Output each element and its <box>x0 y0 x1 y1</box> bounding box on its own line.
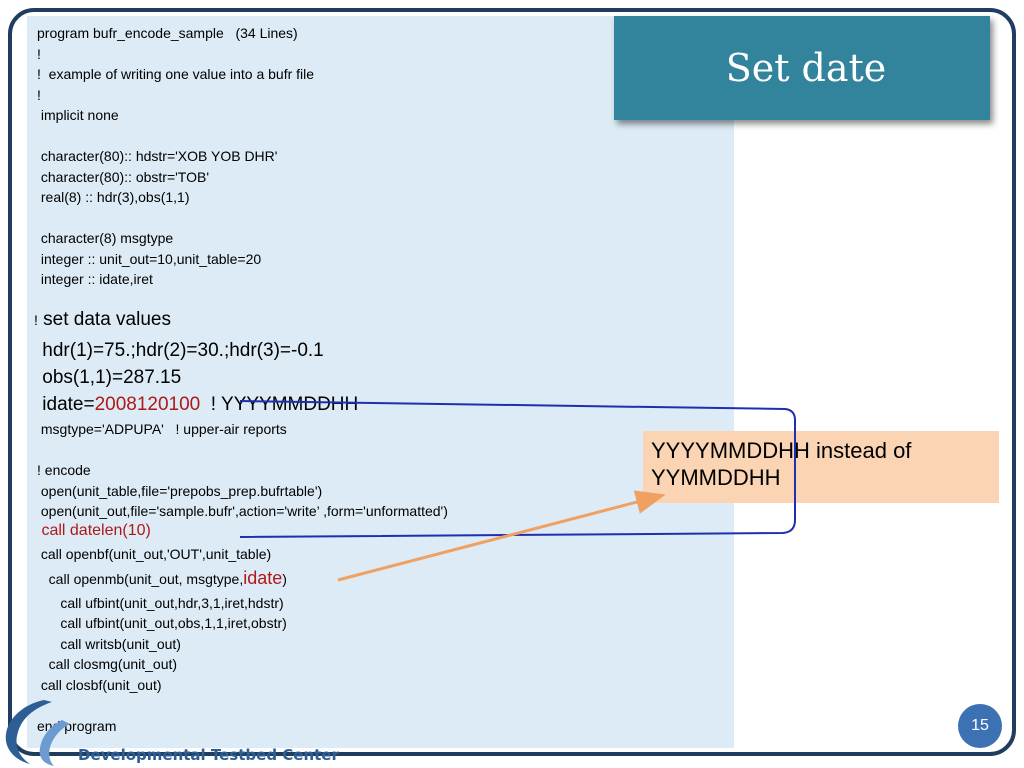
code-line-19: open(unit_out,file='sample.bufr',action=… <box>37 503 448 519</box>
callout-box: YYYYMMDDHH instead of YYMMDDHH <box>643 431 999 503</box>
code-line-3: ! example of writing one value into a bu… <box>37 66 315 82</box>
code-line-18: open(unit_table,file='prepobs_prep.bufrt… <box>37 483 323 499</box>
code-panel: program bufr_encode_sample (34 Lines) ! … <box>27 16 734 748</box>
code-line-11: integer :: idate,iret <box>37 271 153 287</box>
code-line-20: call datelen(10) <box>37 522 151 539</box>
slide-title: Set date <box>725 46 887 90</box>
idate-comment: ! YYYYMMDDHH <box>200 394 359 415</box>
code-line-7: character(80):: obstr='TOB' <box>37 169 209 185</box>
code-line-22: call openmb(unit_out, msgtype,idate) <box>37 569 287 588</box>
slide-title-box: Set date <box>614 16 990 120</box>
comment-mark: ! <box>34 312 38 328</box>
page-number: 15 <box>971 717 989 734</box>
code-line-9: character(8) msgtype <box>37 230 174 246</box>
code-line-8: real(8) :: hdr(3),obs(1,1) <box>37 189 190 205</box>
openmb-call: call openmb(unit_out, msgtype, <box>37 571 244 587</box>
code-line-5: implicit none <box>37 107 119 123</box>
footer-org-name: Developmental Testbed Center <box>78 746 339 764</box>
code-line-6: character(80):: hdstr='XOB YOB DHR' <box>37 148 278 164</box>
code-line-15: idate=2008120100 ! YYYYMMDDHH <box>37 393 358 417</box>
code-line-26: call closmg(unit_out) <box>37 656 178 672</box>
idate-assign: idate= <box>37 394 95 415</box>
code-line-21: call openbf(unit_out,'OUT',unit_table) <box>37 546 272 562</box>
openmb-close: ) <box>282 571 287 587</box>
dtc-logo-icon <box>5 700 70 766</box>
page-number-badge: 15 <box>958 704 1002 748</box>
code-line-2: ! <box>37 46 41 62</box>
code-line-24: call ufbint(unit_out,obs,1,1,iret,obstr) <box>37 615 287 631</box>
idate-value: 2008120100 <box>94 394 201 415</box>
code-line-10: integer :: unit_out=10,unit_table=20 <box>37 251 262 267</box>
code-line-4: ! <box>37 87 41 103</box>
code-line-23: call ufbint(unit_out,hdr,3,1,iret,hdstr) <box>37 595 284 611</box>
code-line-13: hdr(1)=75.;hdr(2)=30.;hdr(3)=-0.1 <box>37 340 324 361</box>
code-line-16: msgtype='ADPUPA' ! upper-air reports <box>37 421 287 437</box>
section-label-set-data-values: set data values <box>37 309 171 330</box>
code-line-25: call writsb(unit_out) <box>37 636 181 652</box>
code-line-14: obs(1,1)=287.15 <box>37 367 182 388</box>
code-line-17: ! encode <box>37 462 91 478</box>
callout-text: YYYYMMDDHH instead of YYMMDDHH <box>651 438 912 490</box>
code-line-27: call closbf(unit_out) <box>37 677 162 693</box>
code-line-1: program bufr_encode_sample (34 Lines) <box>37 25 298 41</box>
code-line-12: ! set data values <box>34 309 171 330</box>
idate-argument: idate <box>243 568 283 588</box>
